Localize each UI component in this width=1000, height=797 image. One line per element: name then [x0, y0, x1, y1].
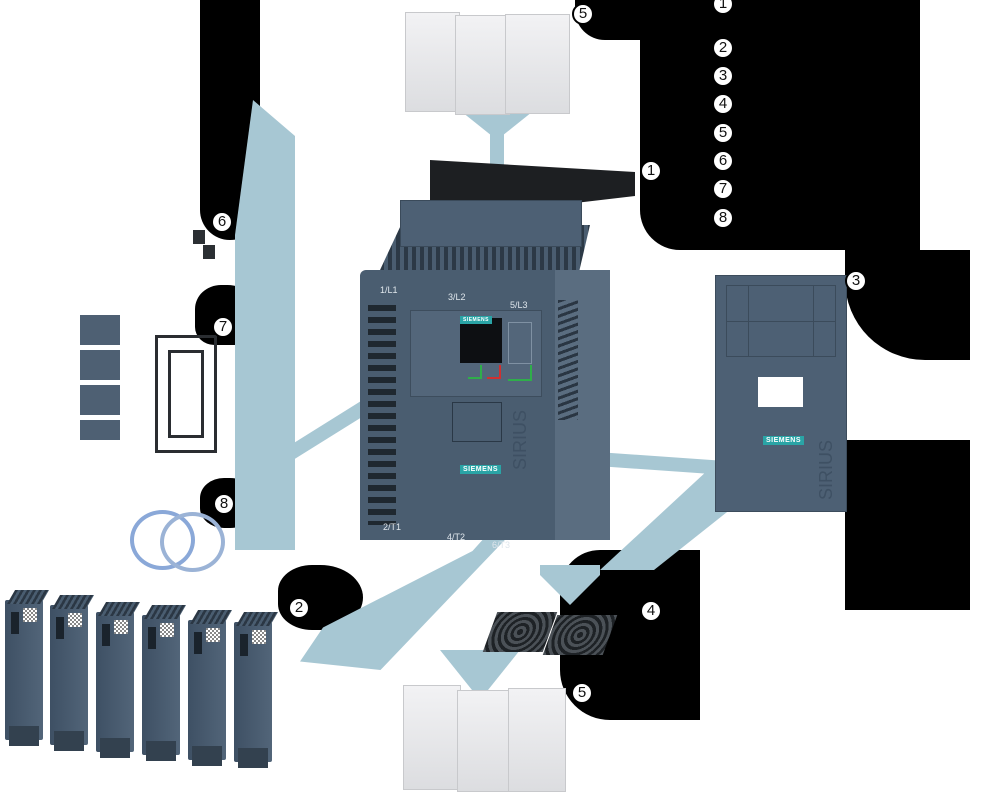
- terminal-cover-top-1: [405, 12, 460, 112]
- comm-module-4: [142, 605, 187, 761]
- start-key: [468, 365, 482, 379]
- legend-callout-4: 4: [712, 93, 734, 115]
- product-label-sirius: SIRIUS: [510, 409, 530, 470]
- cable-loop-2: [160, 512, 225, 572]
- comm-module-5: [188, 610, 233, 766]
- front-cover-brand-label: SIEMENS: [763, 436, 805, 445]
- terminal-label-5L3: 5/L3: [510, 300, 528, 310]
- legend-callout-7: 7: [712, 178, 734, 200]
- callout-5-bottom: 5: [571, 682, 593, 704]
- shadow-region-right-lower: [845, 440, 970, 610]
- callout-6: 6: [211, 211, 233, 233]
- legend-callout-3: 3: [712, 65, 734, 87]
- comm-module-2: [50, 595, 95, 751]
- display-brand-label: SIEMENS: [460, 316, 493, 324]
- legend-callout-6: 6: [712, 150, 734, 172]
- door-kit-frame-inner: [168, 350, 204, 438]
- callout-4: 4: [640, 600, 662, 622]
- front-brand-label: SIEMENS: [460, 465, 502, 474]
- terminal-label-6T3: 6/T3: [492, 540, 511, 550]
- comm-module-3: [96, 602, 141, 758]
- stop-key: [487, 365, 501, 379]
- top-terminal-block: [400, 200, 582, 247]
- door-kit-frame: [155, 335, 217, 453]
- door-kit-brackets: [80, 315, 120, 440]
- callout-1: 1: [640, 160, 662, 182]
- callout-7: 7: [212, 316, 234, 338]
- terminal-cover-bottom-2: [457, 690, 512, 792]
- front-cover-display-window: [758, 377, 803, 407]
- terminal-cover-top-2: [455, 15, 510, 115]
- terminal-cover-bottom-1: [403, 685, 461, 790]
- terminal-cover-top-3: [505, 14, 570, 114]
- comm-module-6: [234, 612, 279, 768]
- arrow-top-cover-head: [462, 112, 532, 140]
- reset-key: [508, 365, 532, 381]
- callout-8: 8: [213, 493, 235, 515]
- callout-5-top: 5: [572, 3, 594, 25]
- terminal-label-1L1: 1/L1: [380, 285, 398, 295]
- shadow-region-legend: [640, 0, 920, 250]
- terminal-cover-bottom-3: [508, 688, 566, 792]
- clip-1: [193, 230, 205, 244]
- terminal-label-3L2: 3/L2: [448, 292, 466, 302]
- callout-2: 2: [288, 597, 310, 619]
- display-screen: [460, 318, 502, 363]
- arrow-left-column: [235, 100, 295, 550]
- terminal-label-2T1: 2/T1: [383, 522, 402, 532]
- shadow-region-right: [845, 250, 970, 360]
- clip-2: [203, 245, 215, 259]
- arrow-bottom-cover: [440, 650, 520, 690]
- front-cover-grid: [726, 285, 836, 357]
- legend-callout-1: 1: [712, 0, 734, 15]
- legend-callout-2: 2: [712, 37, 734, 59]
- callout-3: 3: [845, 270, 867, 292]
- terminal-strip: [368, 305, 396, 525]
- side-vent: [558, 300, 578, 420]
- terminal-label-4T2: 4/T2: [447, 532, 466, 542]
- legend-callout-8: 8: [712, 207, 734, 229]
- nav-keypad: [508, 322, 532, 364]
- led-panel: [452, 402, 502, 442]
- legend-callout-5: 5: [712, 122, 734, 144]
- comm-module-1: [5, 590, 50, 746]
- front-cover-product-label: SIRIUS: [816, 439, 836, 500]
